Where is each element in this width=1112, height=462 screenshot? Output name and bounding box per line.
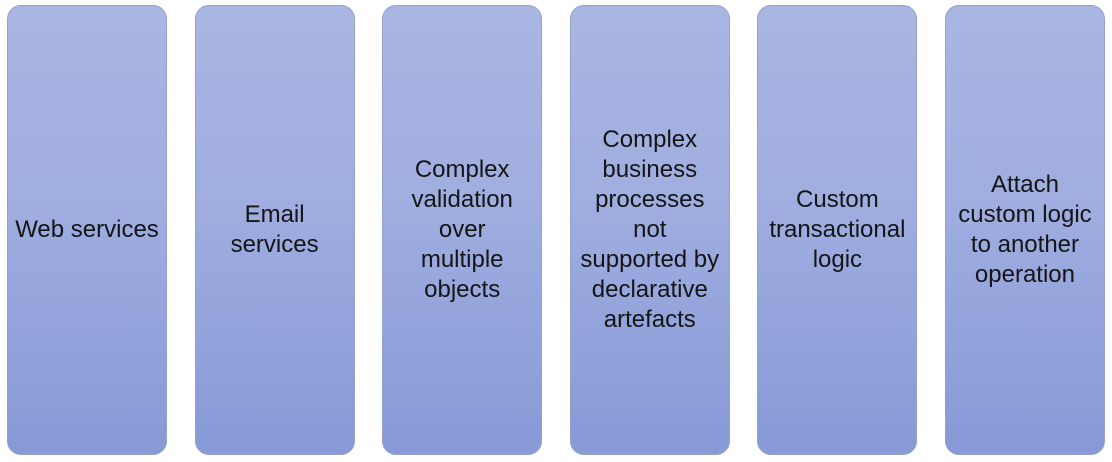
box-email-services: Email services bbox=[194, 5, 355, 455]
box-complex-validation: Complex validation over multiple objects bbox=[382, 5, 543, 455]
box-complex-business-processes: Complex business processes not supported… bbox=[569, 5, 730, 455]
box-custom-transactional-logic: Custom transactional logic bbox=[757, 5, 918, 455]
box-web-services: Web services bbox=[7, 5, 167, 455]
box-email-services-label: Email services bbox=[230, 201, 319, 258]
box-web-services-label: Web services bbox=[15, 216, 159, 243]
box-complex-validation-label: Complex validation over multiple objects bbox=[411, 156, 513, 303]
box-attach-custom-logic-label: Attach custom logic to another operation bbox=[958, 171, 1092, 288]
box-custom-transactional-logic-label: Custom transactional logic bbox=[769, 186, 906, 273]
box-complex-business-processes-label: Complex business processes not supported… bbox=[580, 126, 720, 333]
box-attach-custom-logic: Attach custom logic to another operation bbox=[944, 5, 1105, 455]
